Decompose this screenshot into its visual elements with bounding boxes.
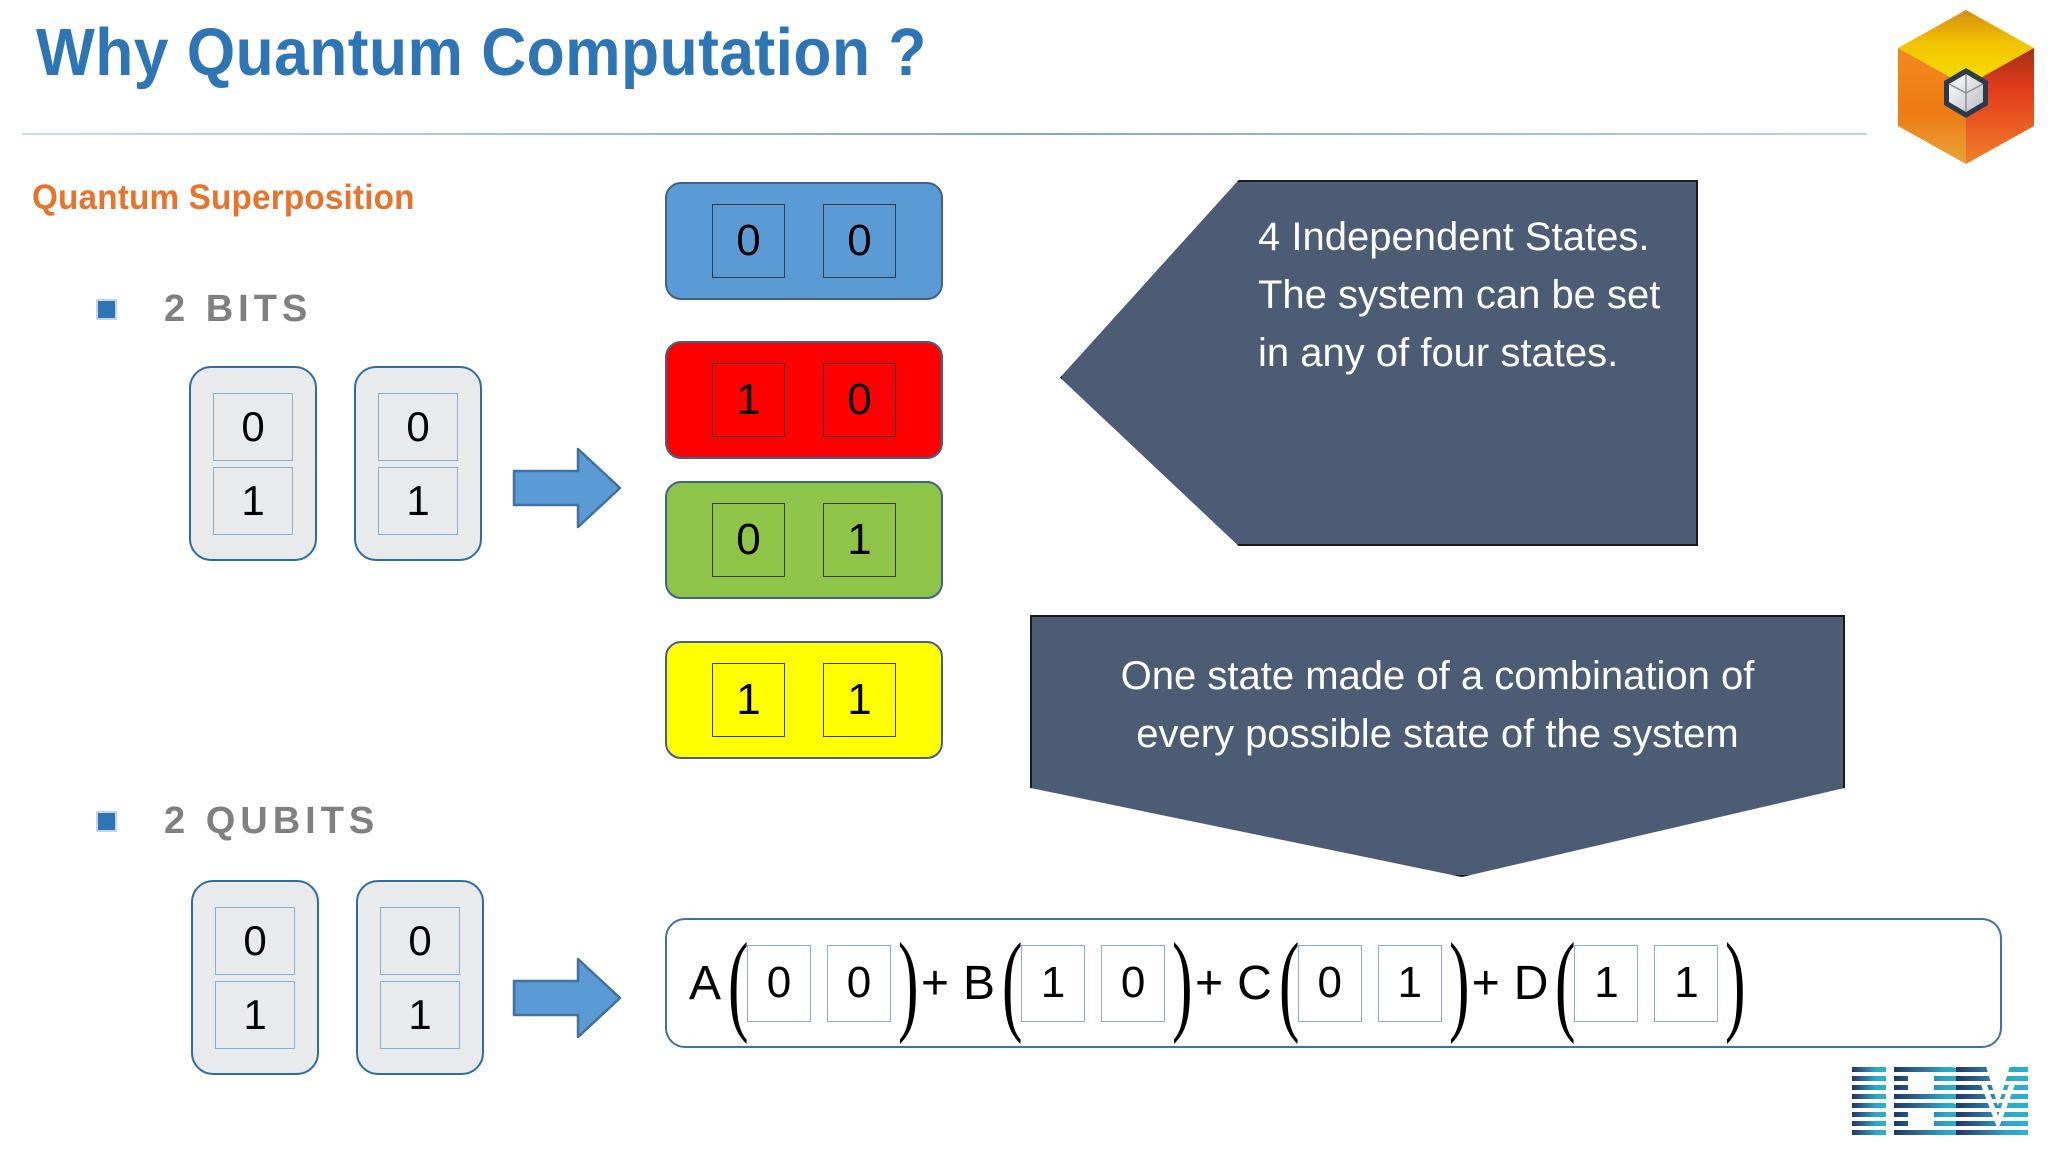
eq-cell: 0 (1297, 944, 1362, 1022)
qubit-card: 0 1 (356, 880, 484, 1075)
eq-operator: + (1471, 956, 1500, 1010)
eq-ket-10: ( 1 0 ) (1002, 921, 1193, 1045)
quantum-cube-logo (1892, 4, 2040, 172)
eq-coefficient-c: C (1237, 956, 1272, 1010)
eq-operator: + (1195, 956, 1224, 1010)
bullet-square-icon (98, 813, 115, 830)
bit-cell-top: 0 (378, 392, 458, 461)
callout-text: 4 Independent States. The system can be … (1258, 215, 1661, 375)
state-box-11: 1 1 (665, 641, 943, 759)
state-cell: 1 (712, 363, 785, 437)
state-box-00: 0 0 (665, 182, 943, 300)
qubit-cell-bottom: 1 (215, 980, 295, 1049)
bit-cell-bottom: 1 (378, 466, 458, 535)
bit-card: 0 1 (354, 366, 482, 561)
eq-cell: 0 (747, 944, 812, 1022)
state-box-10: 1 0 (665, 341, 943, 459)
bullet-item-qubits: 2 QUBITS (98, 800, 379, 843)
bit-cell-top: 0 (213, 392, 293, 461)
ibm-logo (1850, 1066, 2030, 1138)
bullet-square-icon (98, 301, 115, 318)
state-cell: 1 (712, 663, 785, 737)
eq-operator: + (921, 956, 950, 1010)
cube-left-face (1898, 48, 1966, 164)
eq-cell: 0 (1101, 944, 1166, 1022)
bit-card: 0 1 (189, 366, 317, 561)
bullet-label-qubits: 2 QUBITS (164, 800, 380, 842)
eq-coefficient-d: D (1513, 956, 1549, 1010)
eq-ket-11: ( 1 1 ) (1555, 921, 1746, 1045)
eq-cell: 1 (1654, 944, 1719, 1022)
callout-four-states: 4 Independent States. The system can be … (1060, 180, 1698, 546)
eq-cell: 1 (1574, 944, 1639, 1022)
callout-superposition: One state made of a combination of every… (1030, 615, 1845, 877)
right-arrow-icon (512, 955, 622, 1041)
page-title: Why Quantum Computation ? (36, 15, 927, 90)
eq-cell: 1 (1021, 944, 1086, 1022)
qubit-cell-top: 0 (215, 906, 295, 975)
state-box-01: 0 1 (665, 481, 943, 599)
eq-cell: 1 (1377, 944, 1442, 1022)
bullet-item-bits: 2 BITS (98, 288, 312, 331)
state-cell: 0 (712, 503, 785, 577)
callout-text: One state made of a combination of every… (1120, 654, 1755, 756)
eq-cell: 0 (827, 944, 892, 1022)
section-label: Quantum Superposition (32, 178, 415, 217)
state-cell: 1 (823, 663, 896, 737)
eq-coefficient-b: B (963, 956, 996, 1010)
bullet-label-bits: 2 BITS (164, 288, 313, 330)
qubit-cell-top: 0 (380, 906, 460, 975)
title-divider (22, 133, 1867, 135)
eq-ket-01: ( 0 1 ) (1278, 921, 1470, 1045)
state-cell: 0 (823, 204, 896, 278)
eq-ket-00: ( 0 0 ) (727, 921, 919, 1045)
cube-right-face (1966, 48, 2034, 164)
state-cell: 0 (712, 204, 785, 278)
state-cell: 0 (823, 363, 896, 437)
bit-cell-bottom: 1 (213, 466, 293, 535)
superposition-equation: A ( 0 0 ) + B ( 1 0 ) + C ( 0 1 ) + D ( … (665, 918, 2002, 1048)
qubit-cell-bottom: 1 (380, 980, 460, 1049)
right-arrow-icon (512, 445, 622, 531)
state-cell: 1 (823, 503, 896, 577)
eq-coefficient-a: A (689, 956, 722, 1010)
qubit-card: 0 1 (191, 880, 319, 1075)
